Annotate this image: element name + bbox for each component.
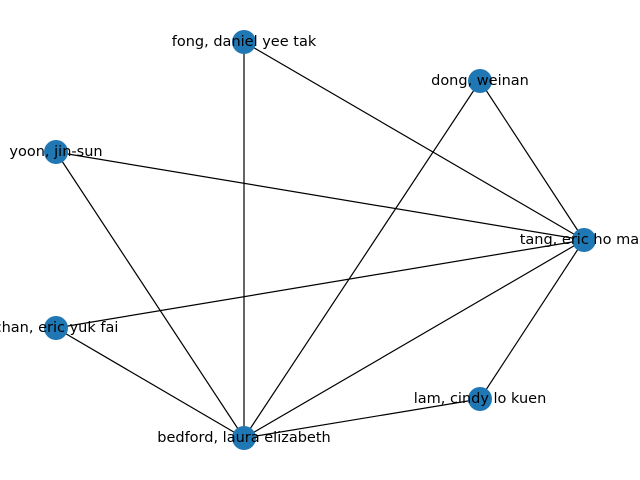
node-fong	[232, 30, 256, 54]
edge-tang-lam	[479, 239, 585, 400]
node-bedford	[232, 426, 256, 450]
edge-chan-bedford	[55, 327, 245, 439]
edge-dong-bedford	[243, 80, 481, 439]
nodes-layer	[44, 30, 596, 450]
edge-fong-tang	[243, 41, 585, 241]
node-label-tang: tang, eric ho man	[520, 232, 640, 248]
node-label-yoon: yoon, jin-sun	[9, 144, 102, 160]
node-label-dong: dong, weinan	[431, 73, 529, 89]
node-yoon	[44, 140, 68, 164]
edge-yoon-tang	[55, 151, 585, 241]
node-label-fong: fong, daniel yee tak	[172, 34, 317, 50]
node-tang	[572, 228, 596, 252]
node-chan	[44, 316, 68, 340]
edge-lam-bedford	[243, 398, 481, 439]
edge-tang-bedford	[243, 239, 585, 439]
node-label-lam: lam, cindy lo kuen	[414, 391, 547, 407]
edge-chan-tang	[55, 239, 585, 329]
edge-dong-tang	[479, 80, 585, 241]
edges-layer	[55, 41, 585, 439]
edge-yoon-bedford	[55, 151, 245, 439]
node-dong	[468, 69, 492, 93]
node-label-chan: chan, eric yuk fai	[0, 320, 118, 336]
node-lam	[468, 387, 492, 411]
labels-layer: fong, daniel yee tak dong, weinan yoon, ji…	[0, 34, 640, 446]
node-label-bedford: bedford, laura elizabeth	[157, 430, 330, 446]
